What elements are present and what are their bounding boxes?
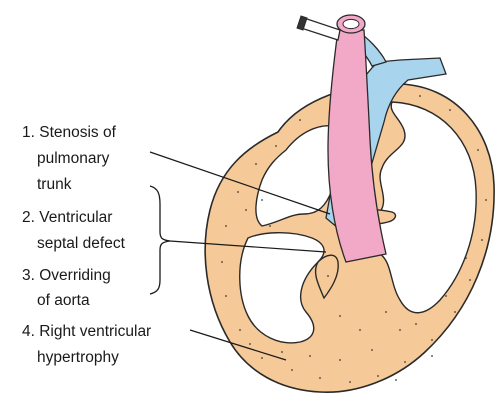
labels: 1. Stenosis of pulmonary trunk 2. Ventri… — [22, 124, 151, 366]
label-3-line-2: of aorta — [37, 292, 90, 309]
label-2-line-1: 2. Ventricular — [22, 209, 112, 226]
label-3-line-1: 3. Overriding — [22, 267, 111, 284]
label-1-line-3: trunk — [37, 176, 72, 193]
label-1-line-2: pulmonary — [37, 150, 110, 167]
label-bracket — [150, 186, 170, 294]
aorta-lumen — [343, 19, 359, 28]
label-4-line-2: hypertrophy — [37, 349, 119, 366]
label-1-line-1: 1. Stenosis of — [22, 124, 117, 141]
label-4-line-1: 4. Right ventricular — [22, 323, 151, 340]
label-2-line-2: septal defect — [37, 235, 126, 252]
small-vessel — [301, 18, 340, 40]
